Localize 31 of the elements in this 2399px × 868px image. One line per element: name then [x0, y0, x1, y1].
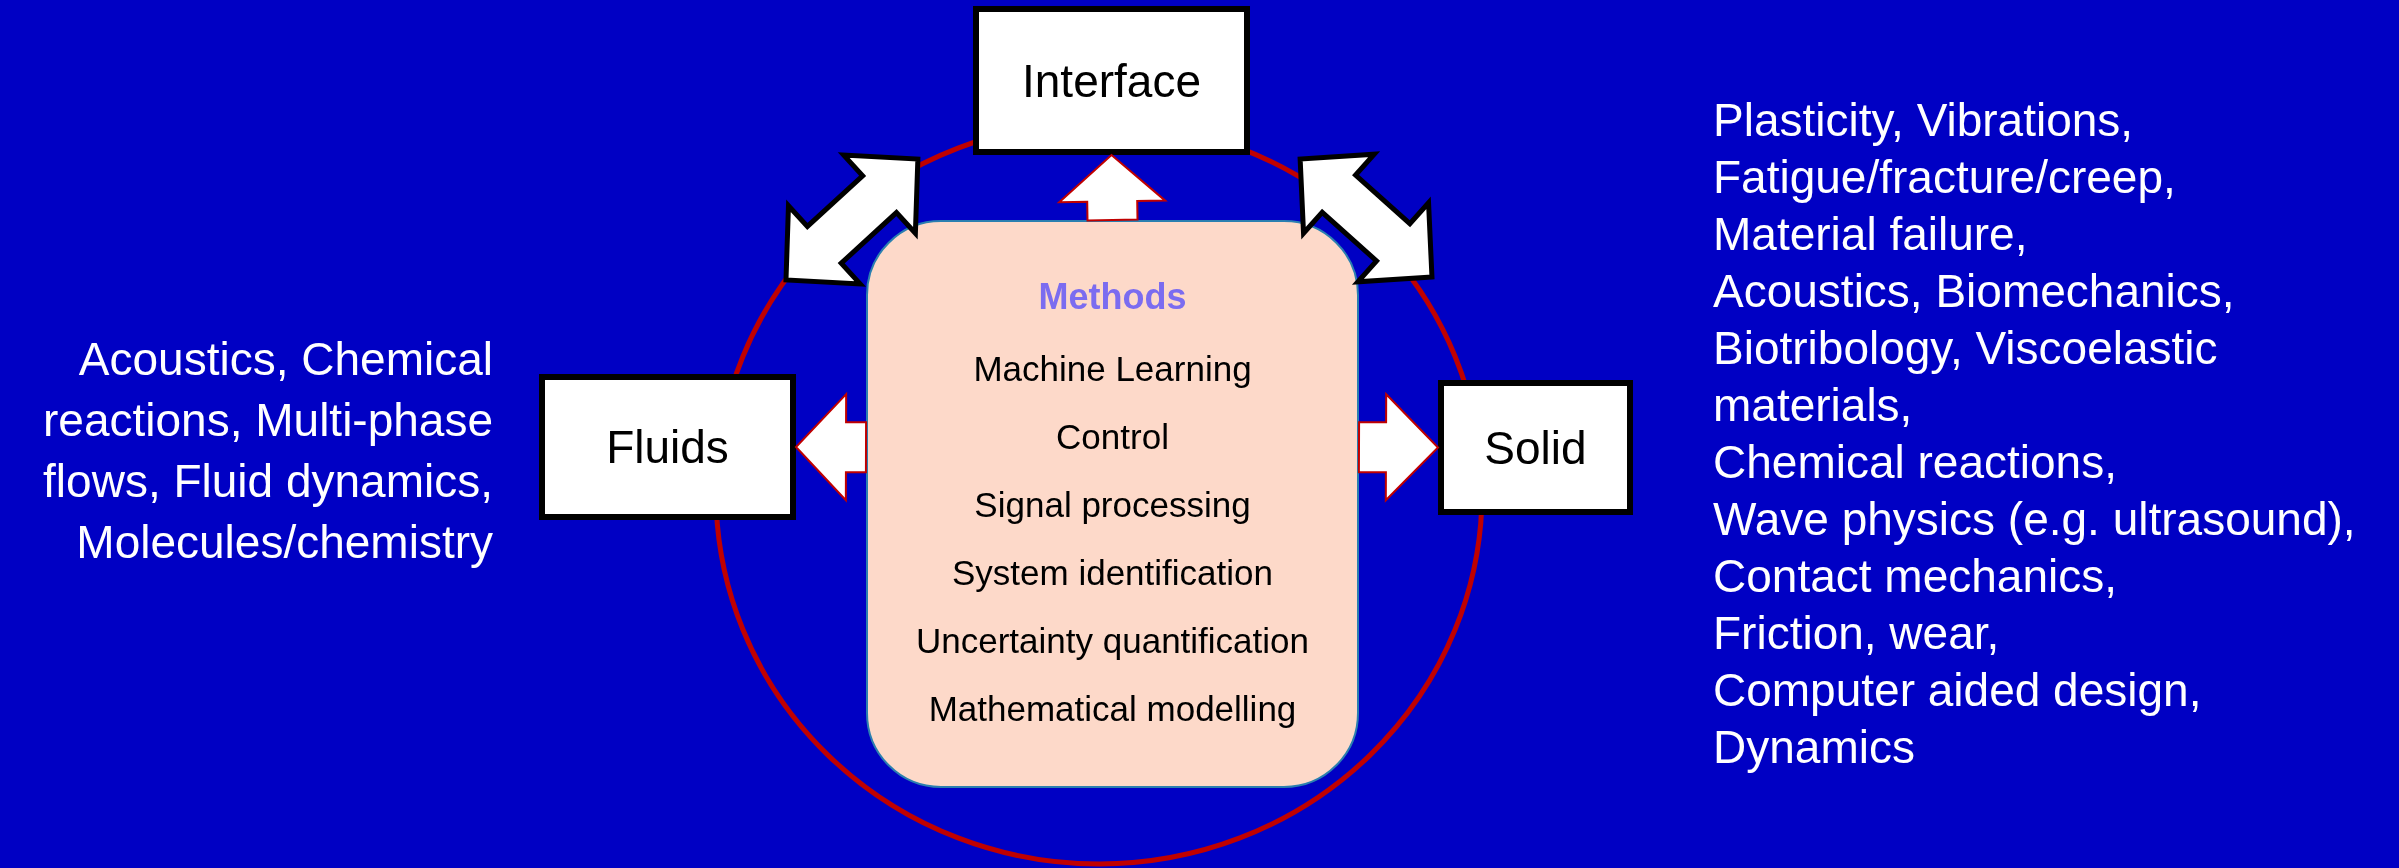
double-arrow — [1297, 151, 1435, 285]
description-text: Friction, wear, — [1713, 607, 2000, 659]
list-item: Mathematical modelling — [928, 688, 1297, 730]
description-text: Chemical reactions, — [1713, 436, 2117, 488]
description-text: Plasticity, Vibrations, — [1713, 94, 2134, 146]
list-item: Signal processing — [974, 484, 1251, 526]
double-arrow — [783, 152, 921, 287]
list-item: Uncertainty quantification — [916, 620, 1309, 662]
description-text: Material failure, — [1713, 208, 2028, 260]
process-box — [973, 6, 1250, 155]
description-text: Acoustics, Biomechanics, — [1713, 265, 2235, 317]
list-item: System identification — [952, 552, 1273, 594]
description-text: Biotribology, Viscoelastic materials, — [1713, 322, 2218, 431]
description-text: Wave physics (e.g. ultrasound), — [1713, 493, 2356, 545]
process-box — [539, 374, 796, 520]
description-text: Contact mechanics, — [1713, 550, 2117, 602]
list-item: Machine Learning — [973, 348, 1252, 390]
description-text: Dynamics — [1713, 721, 1915, 773]
panel-heading: Methods — [1038, 275, 1187, 319]
block-arrow — [1056, 153, 1168, 222]
description-text: Computer aided design, — [1713, 664, 2202, 716]
box-label: Fluids — [606, 420, 729, 474]
list-item: Control — [1056, 416, 1169, 458]
box-label: Solid — [1484, 420, 1587, 475]
block-arrow — [794, 391, 868, 503]
process-box — [1438, 380, 1633, 515]
methods-panel — [866, 220, 1359, 788]
box-label: Interface — [1022, 53, 1201, 108]
description-text: Fatigue/fracture/creep, — [1713, 151, 2176, 203]
description-text: Acoustics, Chemical reactions, Multi-phase flows, Fluid dynamics, Molecules/chemistry — [43, 333, 493, 568]
block-arrow — [1357, 391, 1440, 503]
